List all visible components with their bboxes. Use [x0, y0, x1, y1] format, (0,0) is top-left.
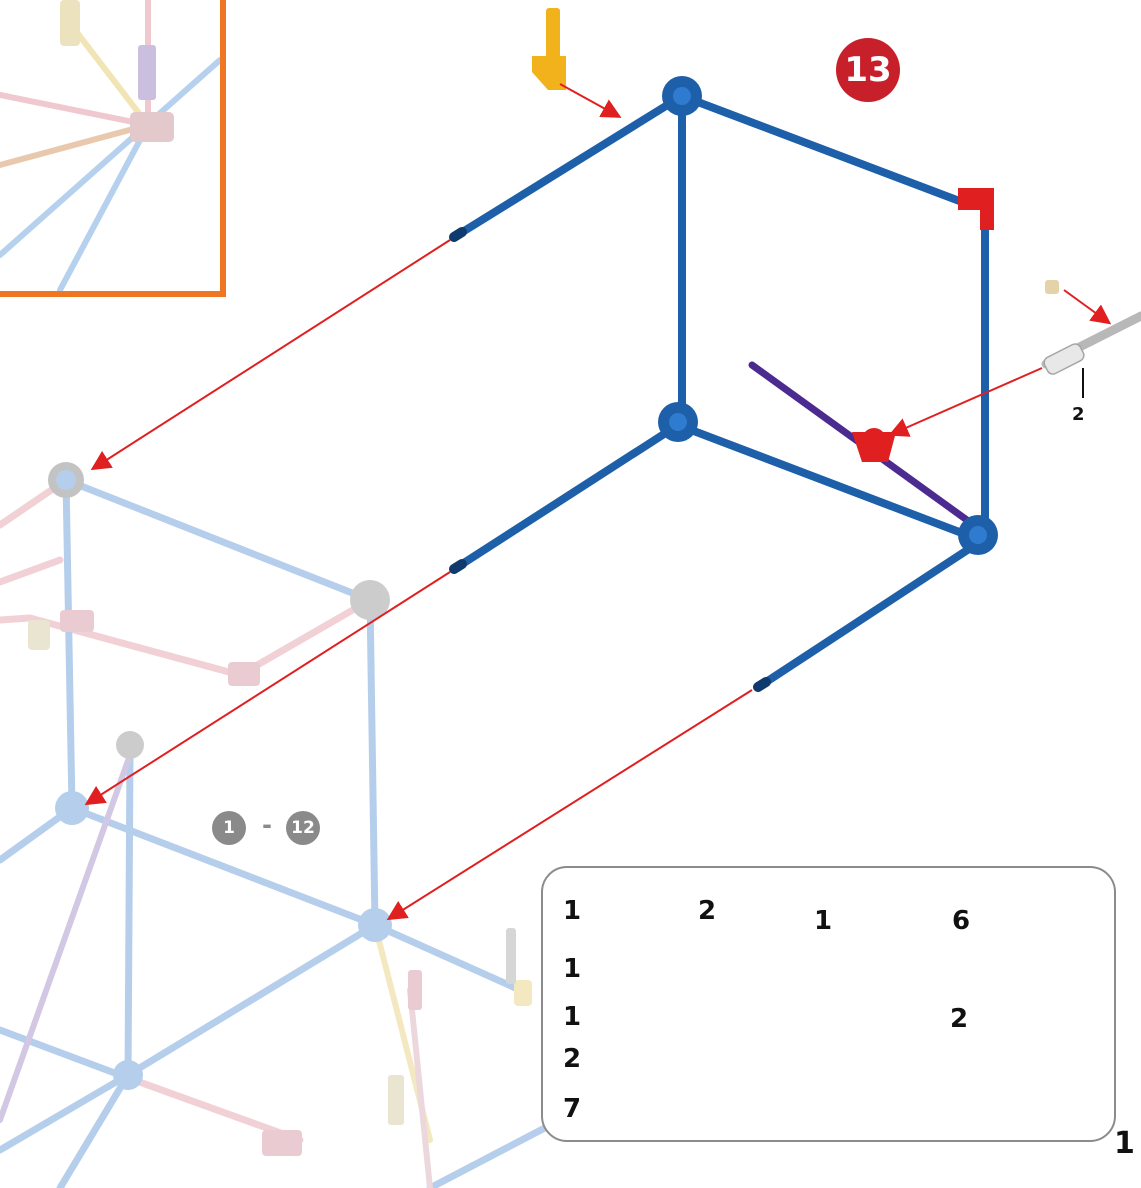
- previous-step-range-separator: -: [262, 811, 272, 839]
- gray-rod-piece: [1041, 280, 1141, 375]
- callout-quantity: 2: [1072, 404, 1085, 425]
- new-frame: [449, 8, 1141, 692]
- step-number-badge: 13: [836, 38, 900, 102]
- part-qty: 2: [563, 1044, 582, 1074]
- parts-list-panel: [541, 866, 1116, 1142]
- part-qty: 2: [950, 1004, 969, 1034]
- part-qty: 1: [563, 954, 582, 984]
- part-qty: 1: [814, 906, 833, 936]
- placement-arrows: [84, 83, 1112, 921]
- part-qty: 7: [563, 1094, 582, 1124]
- previous-step-from-badge: 1: [212, 811, 246, 845]
- part-qty: 6: [952, 906, 971, 936]
- part-qty: 1: [563, 896, 582, 926]
- part-qty: 2: [698, 896, 717, 926]
- page-number: 1: [1114, 1126, 1135, 1161]
- previous-structure: [0, 462, 564, 1188]
- part-qty: 1: [563, 1002, 582, 1032]
- previous-step-to-badge: 12: [286, 811, 320, 845]
- yellow-connector-piece: [532, 8, 566, 90]
- detail-inset: [0, 0, 226, 297]
